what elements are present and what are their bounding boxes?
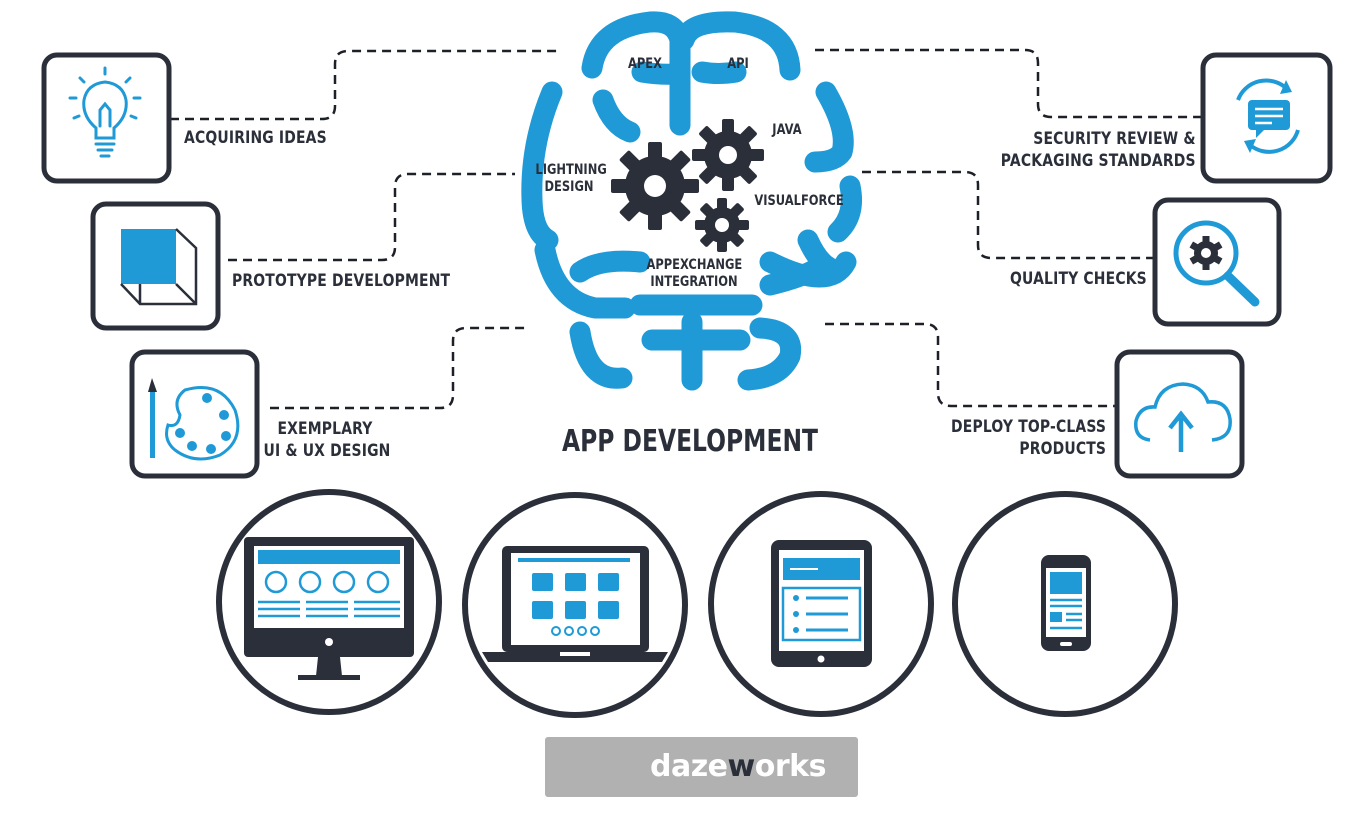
page-title: APP DEVELOPMENT [561,424,818,459]
step-label-security-line-1: SECURITY REVIEW & [1033,129,1196,149]
logo-badge [545,737,858,797]
step-label-security-review: SECURITY REVIEW & PACKAGING STANDARDS [1001,128,1196,172]
step-label-deploy-line-2: PRODUCTS [1019,439,1106,459]
cloud-upload-icon [1114,349,1245,479]
step-label-deploy-line-1: DEPLOY TOP-CLASS [950,417,1106,437]
step-label-prototype-development: PROTOTYPE DEVELOPMENT [232,271,451,291]
brain-label-lightning-line-1: LIGHTNING [535,162,607,178]
laptop-icon [462,492,688,718]
step-label-acquiring-ideas: ACQUIRING IDEAS [184,128,327,148]
brain-label-lightning-design: LIGHTNING DESIGN [535,162,607,196]
step-label-exemplary-line-1: EXEMPLARY [277,419,373,439]
logo-wordmark-suffix: orks [754,749,827,784]
brain-label-appexchange-line-2: INTEGRATION [650,274,738,290]
desktop-monitor-icon [216,489,442,715]
step-label-quality-checks: QUALITY CHECKS [1010,269,1147,289]
brain-label-appexchange-line-1: APPEXCHANGE [646,257,743,273]
brain-outline [521,11,862,391]
cube-icon [90,201,221,331]
brain-label-api: API [727,56,749,72]
refresh-chat-icon [1200,52,1333,184]
brain-label-java: JAVA [772,122,802,138]
step-label-deploy-products: DEPLOY TOP-CLASS PRODUCTS [951,416,1106,460]
palette-icon [129,349,260,479]
step-label-exemplary-line-2: UI & UX DESIGN [263,441,391,461]
lightbulb-icon [41,52,172,184]
brain-label-lightning-line-2: DESIGN [544,179,594,195]
step-label-security-line-2: PACKAGING STANDARDS [1001,151,1196,171]
gear-magnifier-icon [1152,197,1282,327]
step-label-exemplary-design: EXEMPLARY UI & UX DESIGN [263,418,391,462]
brain-label-visualforce: VISUALFORCE [754,193,844,209]
logo-wordmark-prefix: daze [650,749,728,784]
tablet-icon [708,491,934,717]
brain-label-appexchange-integration: APPEXCHANGE INTEGRATION [646,257,743,291]
logo-wordmark: dazeworks [650,748,826,786]
smartphone-icon [952,491,1178,717]
brain-label-apex: APEX [627,56,662,72]
gear-icon [611,119,764,252]
dashed-connectors [170,48,1203,410]
logo-wordmark-highlight: w [727,749,756,784]
